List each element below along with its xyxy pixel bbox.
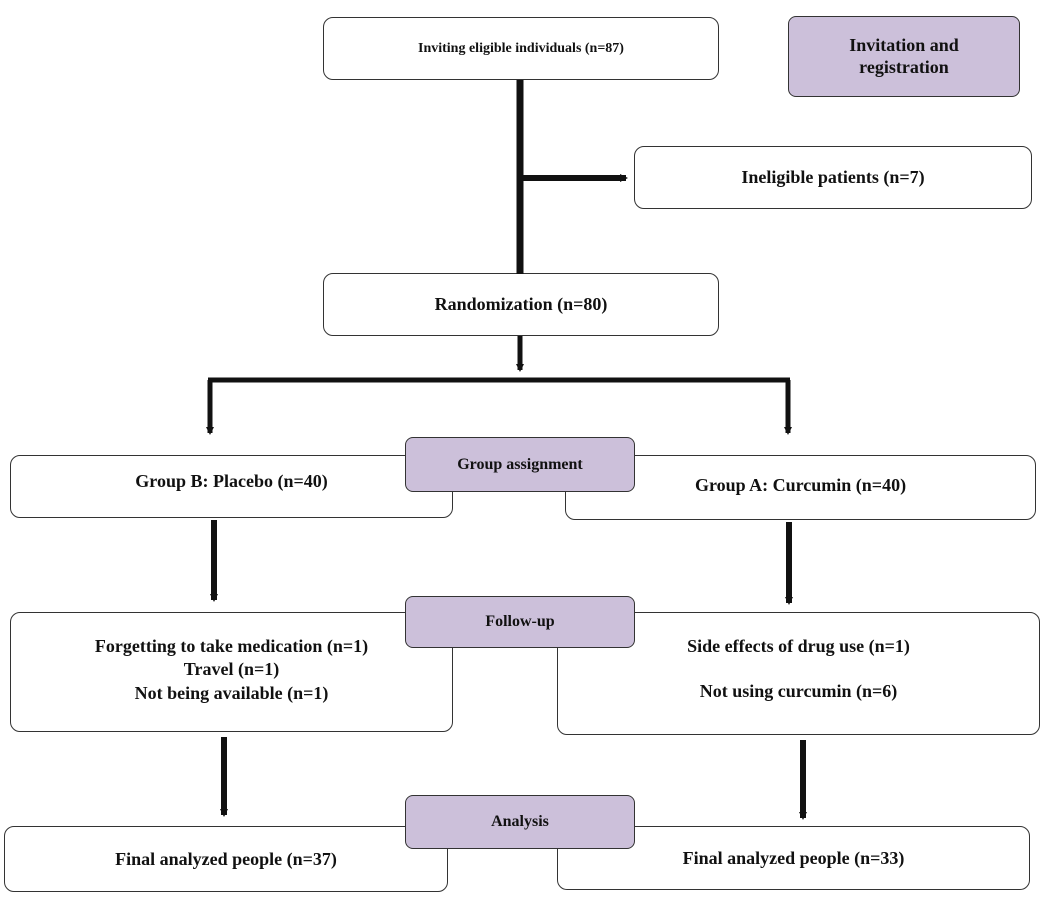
group-a-box: Group A: Curcumin (n=40) bbox=[565, 455, 1036, 520]
followup-b-box: Forgetting to take medication (n=1) Trav… bbox=[10, 612, 453, 732]
stage-invitation-registration: Invitation and registration bbox=[788, 16, 1020, 97]
group-b-box: Group B: Placebo (n=40) bbox=[10, 455, 453, 518]
followup-b-reason-1: Forgetting to take medication (n=1) bbox=[94, 636, 369, 656]
stage-group-assignment-label: Group assignment bbox=[457, 455, 583, 473]
stage-follow-up: Follow-up bbox=[405, 596, 635, 648]
stage-analysis: Analysis bbox=[405, 795, 635, 849]
followup-a-reason-1: Side effects of drug use (n=1) bbox=[687, 636, 910, 656]
stage-analysis-label: Analysis bbox=[491, 813, 549, 831]
final-b-box: Final analyzed people (n=37) bbox=[4, 826, 448, 892]
followup-b-reason-2: Travel (n=1) bbox=[183, 659, 280, 680]
group-b-label: Group B: Placebo (n=40) bbox=[135, 471, 328, 491]
ineligible-label: Ineligible patients (n=7) bbox=[741, 167, 925, 188]
followup-a-box: Side effects of drug use (n=1) Not using… bbox=[557, 612, 1040, 735]
stage-group-assignment: Group assignment bbox=[405, 437, 635, 492]
final-a-label: Final analyzed people (n=33) bbox=[682, 847, 905, 868]
ineligible-box: Ineligible patients (n=7) bbox=[634, 146, 1032, 209]
followup-a-reason-2: Not using curcumin (n=6) bbox=[699, 681, 898, 702]
invite-label: Inviting eligible individuals (n=87) bbox=[418, 40, 624, 56]
followup-b-reason-3: Not being available (n=1) bbox=[134, 682, 329, 703]
stage-follow-up-label: Follow-up bbox=[485, 613, 555, 631]
stage-invitation-line-2: registration bbox=[859, 56, 949, 77]
final-b-label: Final analyzed people (n=37) bbox=[115, 848, 337, 869]
randomization-label: Randomization (n=80) bbox=[434, 294, 608, 315]
randomization-box: Randomization (n=80) bbox=[323, 273, 719, 336]
invite-box: Inviting eligible individuals (n=87) bbox=[323, 17, 719, 80]
final-a-box: Final analyzed people (n=33) bbox=[557, 826, 1030, 890]
stage-invitation-line-1: Invitation and bbox=[849, 34, 959, 55]
group-a-label: Group A: Curcumin (n=40) bbox=[694, 475, 907, 495]
